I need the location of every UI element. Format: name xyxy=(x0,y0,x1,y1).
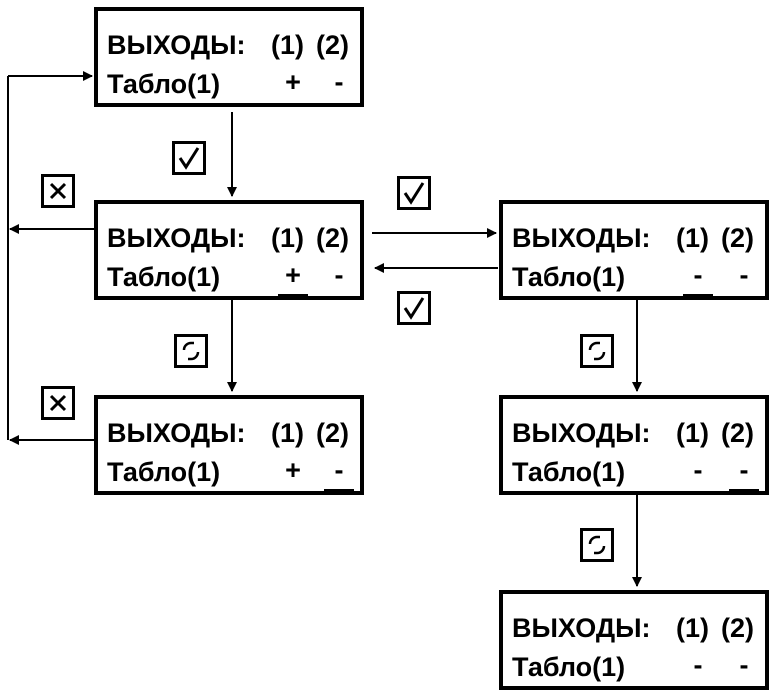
value-2: - xyxy=(334,67,344,97)
row-label: Табло(1) xyxy=(107,69,221,99)
display-screen-1: ВЫХОДЫ: (1) (2) Табло(1) + - xyxy=(94,7,364,107)
cancel-button-icon-1 xyxy=(41,174,75,208)
column-2-header: (2) xyxy=(316,223,349,253)
row-label: Табло(1) xyxy=(512,652,626,682)
edit-cursor xyxy=(324,489,354,492)
display-screen-2: ВЫХОДЫ: (1) (2) Табло(1) + - xyxy=(94,200,364,300)
screen-title: ВЫХОДЫ: xyxy=(107,30,246,60)
column-1-header: (1) xyxy=(676,223,709,253)
next-button-icon-2 xyxy=(580,334,614,368)
screen-title: ВЫХОДЫ: xyxy=(512,613,651,643)
display-screen-5: ВЫХОДЫ: (1) (2) Табло(1) - - xyxy=(499,395,769,495)
confirm-button-icon-2 xyxy=(397,176,431,210)
value-1: - xyxy=(693,650,703,680)
value-2: - xyxy=(334,260,344,290)
row-label: Табло(1) xyxy=(512,262,626,292)
value-2: - xyxy=(739,650,749,680)
confirm-button-icon-1 xyxy=(172,141,206,175)
column-2-header: (2) xyxy=(316,418,349,448)
display-screen-3: ВЫХОДЫ: (1) (2) Табло(1) + - xyxy=(94,395,364,495)
value-2: - xyxy=(739,260,749,290)
column-1-header: (1) xyxy=(271,418,304,448)
screen-title: ВЫХОДЫ: xyxy=(512,418,651,448)
value-2: - xyxy=(334,455,344,485)
edit-cursor xyxy=(278,294,308,297)
screen-title: ВЫХОДЫ: xyxy=(107,223,246,253)
display-screen-4: ВЫХОДЫ: (1) (2) Табло(1) - - xyxy=(499,200,769,300)
next-button-icon-3 xyxy=(580,528,614,562)
row-label: Табло(1) xyxy=(107,262,221,292)
value-1: - xyxy=(693,260,703,290)
next-button-icon-1 xyxy=(174,334,208,368)
value-2: - xyxy=(739,455,749,485)
cross-icon xyxy=(49,182,67,200)
column-2-header: (2) xyxy=(721,223,754,253)
value-1: + xyxy=(285,260,301,290)
display-screen-6: ВЫХОДЫ: (1) (2) Табло(1) - - xyxy=(499,590,769,690)
column-1-header: (1) xyxy=(676,613,709,643)
check-icon xyxy=(403,182,425,205)
value-1: + xyxy=(285,67,301,97)
column-2-header: (2) xyxy=(721,418,754,448)
cross-icon xyxy=(49,394,67,412)
value-1: + xyxy=(285,455,301,485)
check-icon xyxy=(178,147,200,170)
cancel-button-icon-2 xyxy=(41,386,75,420)
column-1-header: (1) xyxy=(676,418,709,448)
screen-title: ВЫХОДЫ: xyxy=(107,418,246,448)
cycle-icon xyxy=(588,535,606,555)
row-label: Табло(1) xyxy=(512,457,626,487)
column-2-header: (2) xyxy=(316,30,349,60)
column-1-header: (1) xyxy=(271,223,304,253)
screen-title: ВЫХОДЫ: xyxy=(512,223,651,253)
value-1: - xyxy=(693,455,703,485)
confirm-button-icon-3 xyxy=(397,291,431,325)
check-icon xyxy=(403,297,425,320)
cycle-icon xyxy=(588,341,606,361)
cycle-icon xyxy=(182,341,200,361)
column-1-header: (1) xyxy=(271,30,304,60)
edit-cursor xyxy=(683,294,713,297)
row-label: Табло(1) xyxy=(107,457,221,487)
column-2-header: (2) xyxy=(721,613,754,643)
edit-cursor xyxy=(729,489,759,492)
